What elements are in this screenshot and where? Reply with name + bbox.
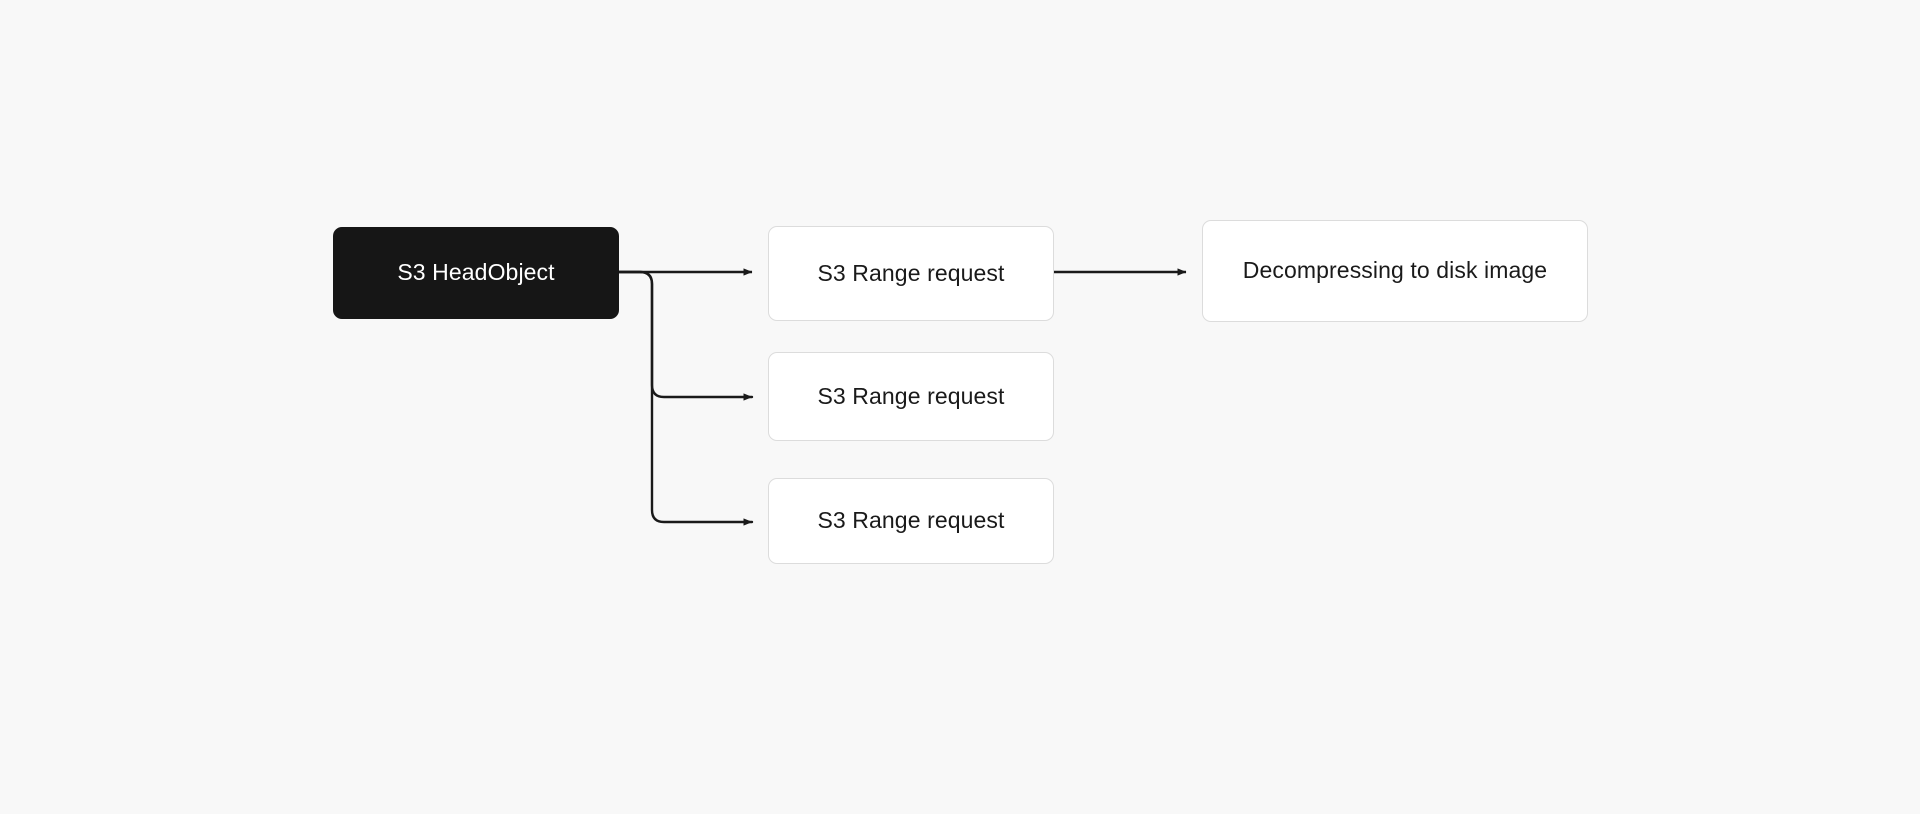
node-s3-range-request-3[interactable]: S3 Range request [768,478,1054,564]
node-s3-range-request-1[interactable]: S3 Range request [768,226,1054,321]
node-decompressing-to-disk-image[interactable]: Decompressing to disk image [1202,220,1588,322]
node-label-s3-headobject: S3 HeadObject [397,259,555,286]
edge-head-to-range-3 [617,270,754,526]
node-s3-range-request-2[interactable]: S3 Range request [768,352,1054,441]
node-label-s3-range-request-1: S3 Range request [817,259,1005,286]
node-s3-headobject[interactable]: S3 HeadObject [333,227,619,319]
node-label-decompressing-to-disk-image: Decompressing to disk image [1242,257,1548,284]
edge-head-to-range-2 [617,270,754,401]
node-label-s3-range-request-3: S3 Range request [817,507,1005,534]
node-label-s3-range-request-2: S3 Range request [817,382,1005,409]
